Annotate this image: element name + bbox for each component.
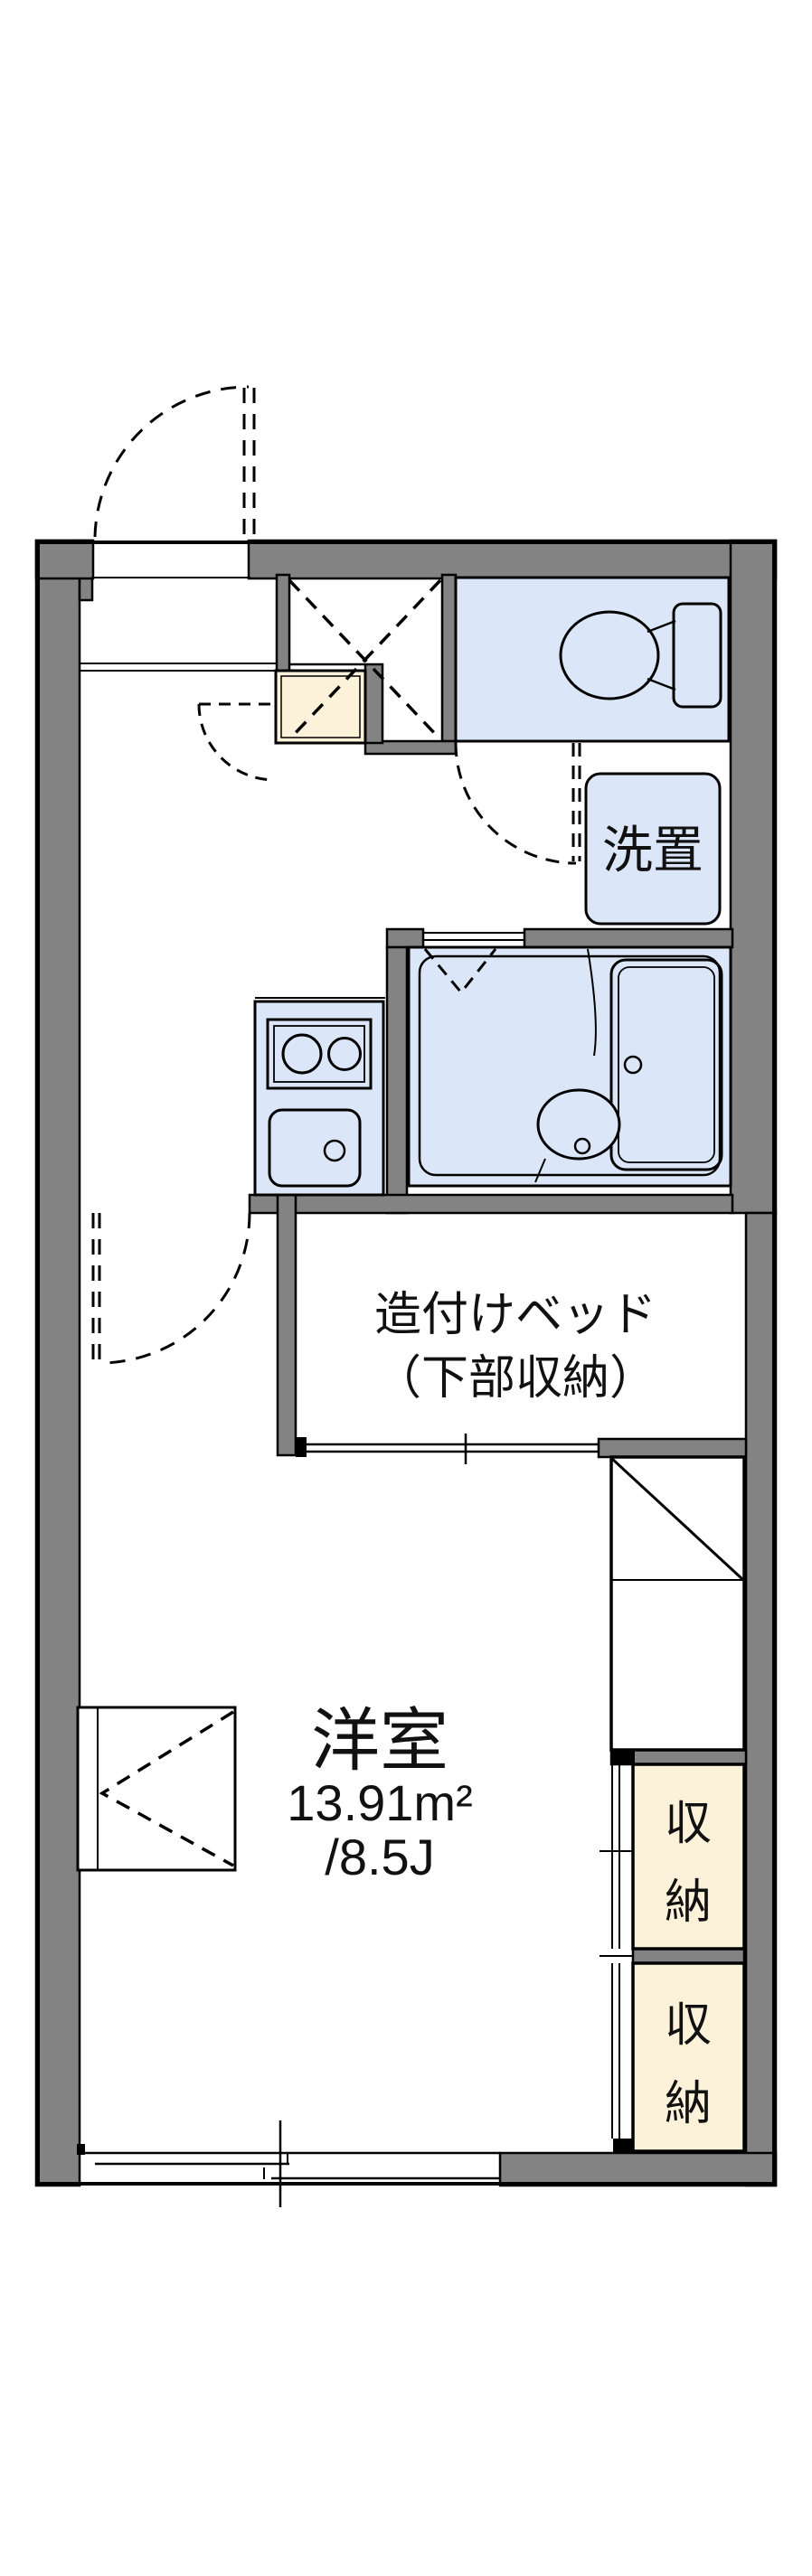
storage-sliding-doors [600, 1764, 633, 2139]
storage-lower-char2: 納 [665, 2078, 712, 2130]
shoe-closet-x [288, 578, 442, 741]
entrance-door-arc [93, 385, 250, 538]
outer-frame [36, 541, 776, 2186]
shoe-cabinet-inner [280, 675, 361, 738]
corner-closet-box [609, 1455, 746, 1752]
wall-shoe-closet-right [440, 573, 458, 743]
wall-bath-top-left [385, 927, 425, 949]
wall-bed-closet-top [597, 1437, 748, 1459]
shoe-closet-x2 [288, 578, 442, 741]
jog-window-left [77, 2144, 85, 2155]
wall-right-lower [744, 1211, 778, 2187]
toilet-door-arc [454, 742, 577, 865]
entrance-door-swing [93, 385, 256, 539]
storage-lower: 収 納 [631, 1961, 746, 2153]
bathroom [407, 932, 732, 1188]
wall-top-right [247, 539, 778, 580]
shoe-door-arc [197, 703, 276, 782]
wall-corridor-bottom [248, 1193, 734, 1215]
room-title: 洋室 [311, 1703, 448, 1780]
wall-counter-fold-mark [99, 1710, 234, 1867]
wall-top-left [34, 539, 95, 580]
jog-bed-opening [296, 1437, 307, 1457]
shoe-closet [288, 578, 442, 741]
storage-lower-box [631, 1961, 746, 2153]
shoe-cabinet-box [274, 669, 367, 745]
stove-inner [273, 1025, 365, 1083]
frame-right [772, 541, 776, 2186]
bath-door-fold [423, 948, 497, 995]
kitchen [253, 997, 385, 1197]
wall-counter-box [76, 1706, 237, 1872]
laundry-label: 洗置 [602, 822, 703, 879]
frame-top [36, 541, 776, 544]
shoe-cabinet [274, 669, 367, 745]
bathtub-icon [609, 958, 723, 1171]
storage-upper-char1: 収 [665, 1798, 712, 1850]
jog-closet-step [611, 1750, 635, 1764]
toilet-bowl [559, 610, 660, 700]
corner-closet-diagonal [610, 1457, 745, 1582]
wall-counter [76, 1706, 237, 1872]
storage-lower-char1: 収 [665, 1999, 712, 2052]
entrance [91, 385, 256, 578]
toilet-connector-bottom [647, 677, 676, 691]
frame-left [36, 541, 40, 2186]
stove-outer [266, 1018, 373, 1090]
stove-burner-left [281, 1033, 323, 1075]
storage-upper-char2: 納 [665, 1876, 712, 1929]
storage-upper-box [631, 1763, 746, 1951]
bottom-window [80, 2120, 500, 2207]
stove-burner-right [327, 1037, 362, 1071]
bedroom-door-arc [99, 1212, 251, 1365]
room-area-tatami: /8.5J [325, 1829, 434, 1885]
corner-closet [609, 1455, 746, 1752]
wall-kitchen-bath [385, 945, 409, 1215]
washbasin-icon [534, 948, 621, 1183]
genkan [80, 663, 276, 782]
wall-shoe-closet-left [275, 573, 291, 672]
storage-upper: 収 納 [631, 1763, 746, 1951]
basin-counter-line [587, 948, 597, 1057]
sink-basin [268, 1108, 362, 1188]
walls [34, 539, 778, 2187]
stove-icon [266, 1018, 373, 1090]
bed-front-opening [298, 1434, 599, 1464]
laundry-area: 洗置 [584, 772, 722, 926]
bathtub-drain [623, 1055, 643, 1075]
basin-bowl [536, 1088, 621, 1161]
bathtub-inner [618, 966, 715, 1163]
bath-door-swing [423, 932, 524, 995]
bathroom-unit-outline [418, 954, 722, 1177]
wall-bottom [498, 2151, 778, 2187]
kitchen-unit [253, 1000, 385, 1197]
wall-bedroom-left [276, 1193, 297, 1457]
built-in-bed-room: 造付けベッド （下部収納） [298, 1289, 656, 1464]
frame-bottom [36, 2182, 776, 2186]
bed-label: 造付けベッド [374, 1289, 656, 1341]
wall-right-upper [729, 539, 778, 1215]
toilet-icon [559, 602, 722, 709]
wall-bath-top-right [523, 927, 734, 949]
toilet-door-swing [454, 742, 581, 865]
shoe-cabinet-door-swing [197, 702, 276, 782]
toilet-room [454, 576, 731, 865]
bed-sublabel: （下部収納） [374, 1352, 656, 1405]
western-room: 洋室 13.91m² /8.5J [76, 1703, 473, 1885]
sink-drain [323, 1139, 346, 1162]
wall-left [34, 539, 81, 2187]
toilet-tank [672, 602, 722, 709]
wall-storage-divider [631, 1947, 746, 1965]
laundry-box [584, 772, 722, 926]
bathtub-outer [609, 958, 723, 1171]
jog-storage-bottom [613, 2139, 635, 2153]
room-area-sqm: 13.91m² [287, 1774, 472, 1831]
basin-drain [573, 1137, 591, 1155]
bedroom-door-swing [91, 1212, 251, 1365]
sink-icon [268, 1108, 362, 1188]
basin-counter-line2 [534, 1158, 546, 1183]
toilet-connector-top [647, 619, 676, 634]
